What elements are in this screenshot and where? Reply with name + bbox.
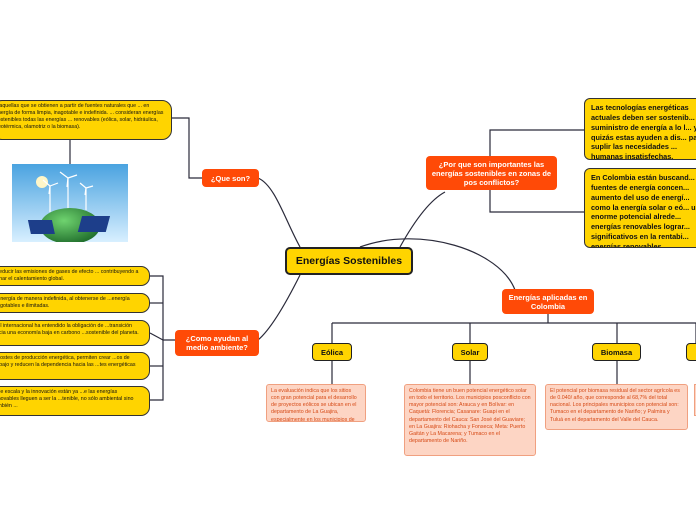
definition-box[interactable]: ...aquellas que se obtienen a partir de … — [0, 100, 172, 140]
eolica-node[interactable]: Eólica — [312, 343, 352, 361]
solar-node[interactable]: Solar — [452, 343, 488, 361]
importance-box-1[interactable]: Las tecnologías energéticas actuales deb… — [584, 98, 696, 160]
biomasa-node[interactable]: Biomasa — [592, 343, 641, 361]
por-que-node[interactable]: ¿Por que son importantes las energías so… — [426, 156, 557, 190]
benefit-item-3[interactable]: ...el internacional ha entendido la obli… — [0, 320, 150, 346]
extra-note — [694, 384, 696, 416]
central-topic[interactable]: Energías Sostenibles — [285, 247, 413, 275]
benefit-item-2[interactable]: ...energía de manera indefinida, al obte… — [0, 293, 150, 313]
benefit-item-4[interactable]: ...costes de producción energética, perm… — [0, 352, 150, 380]
colombia-node[interactable]: Energías aplicadas en Colombia — [502, 289, 594, 314]
eolica-note: La evaluación indica que los sitios con … — [266, 384, 366, 422]
benefit-item-1[interactable]: ...reducir las emisiones de gases de efe… — [0, 266, 150, 286]
que-son-node[interactable]: ¿Que son? — [202, 169, 259, 187]
extra-branch-node[interactable] — [686, 343, 696, 361]
benefit-item-5[interactable]: ...de escala y la innovación están ya ..… — [0, 386, 150, 416]
como-ayudan-node[interactable]: ¿Como ayudan al medio ambiente? — [175, 330, 259, 356]
renewable-energy-photo — [12, 164, 128, 242]
importance-box-2[interactable]: En Colombia están buscand... fuentes de … — [584, 168, 696, 248]
biomasa-note: El potencial por biomasa residual del se… — [545, 384, 688, 430]
solar-note: Colombia tiene un buen potencial energét… — [404, 384, 536, 456]
